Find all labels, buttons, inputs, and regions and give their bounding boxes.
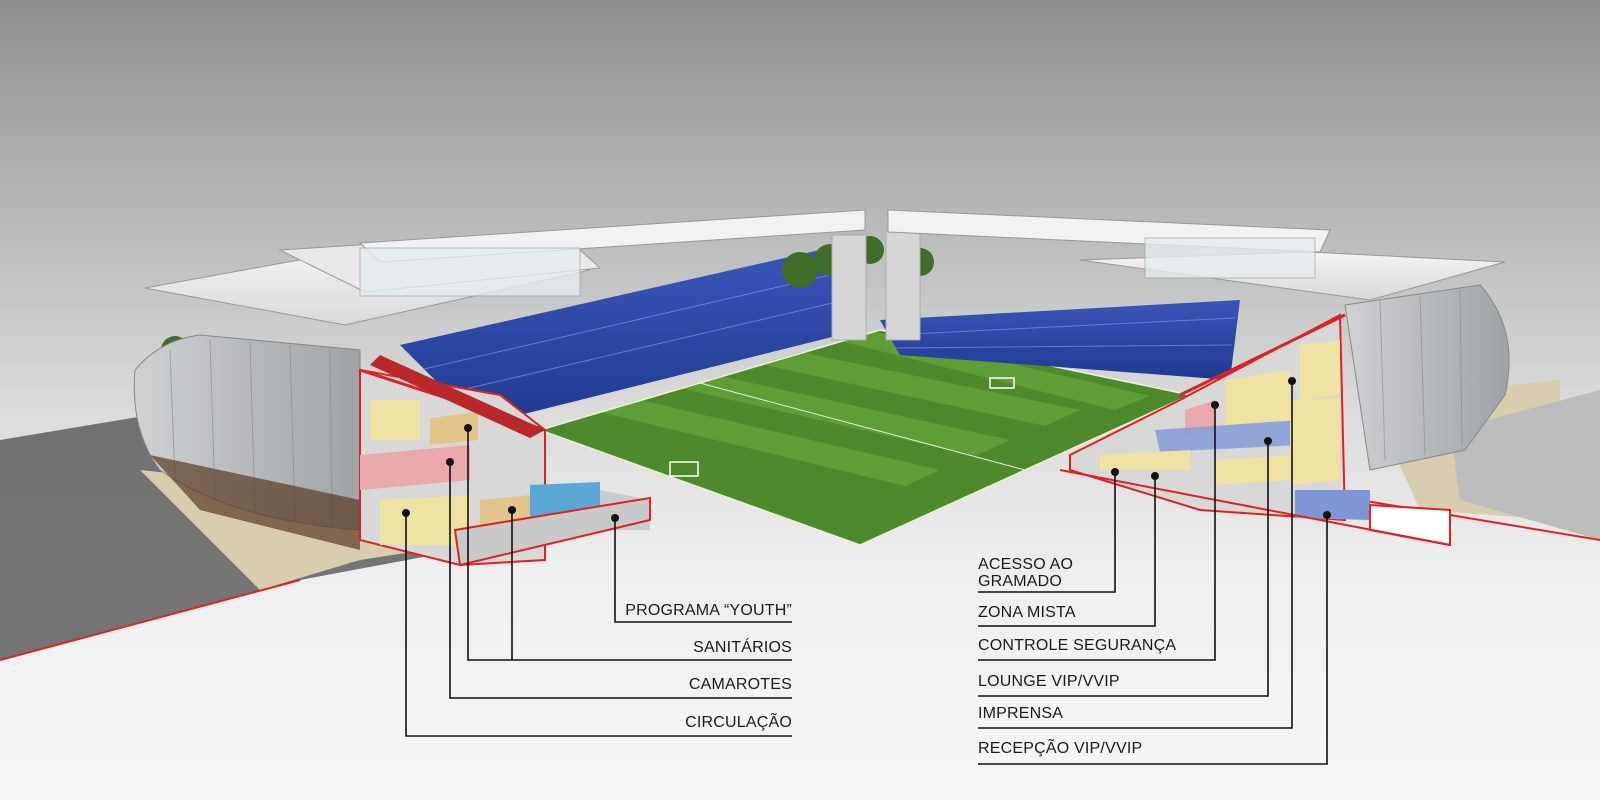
callout-programa-youth: PROGRAMA “YOUTH” xyxy=(625,602,792,619)
callout-camarotes: CAMAROTES xyxy=(688,676,792,693)
callout-acesso-line2: GRAMADO xyxy=(978,573,1063,590)
callout-controle-seguranca: CONTROLE SEGURANÇA xyxy=(978,637,1177,654)
callout-recepcao-vip: RECEPÇÃO VIP/VVIP xyxy=(978,740,1143,757)
callout-acesso-line1: ACESSO AO xyxy=(978,556,1074,573)
callout-imprensa: IMPRENSA xyxy=(978,705,1064,722)
callout-sanitarios: SANITÁRIOS xyxy=(693,639,792,656)
callout-zona-mista: ZONA MISTA xyxy=(978,604,1076,621)
callout-lounge-vip: LOUNGE VIP/VVIP xyxy=(978,673,1120,690)
callout-acesso-ao-gramado: ACESSO AO GRAMADO xyxy=(978,556,1073,590)
callout-circulacao: CIRCULAÇÃO xyxy=(685,714,792,731)
